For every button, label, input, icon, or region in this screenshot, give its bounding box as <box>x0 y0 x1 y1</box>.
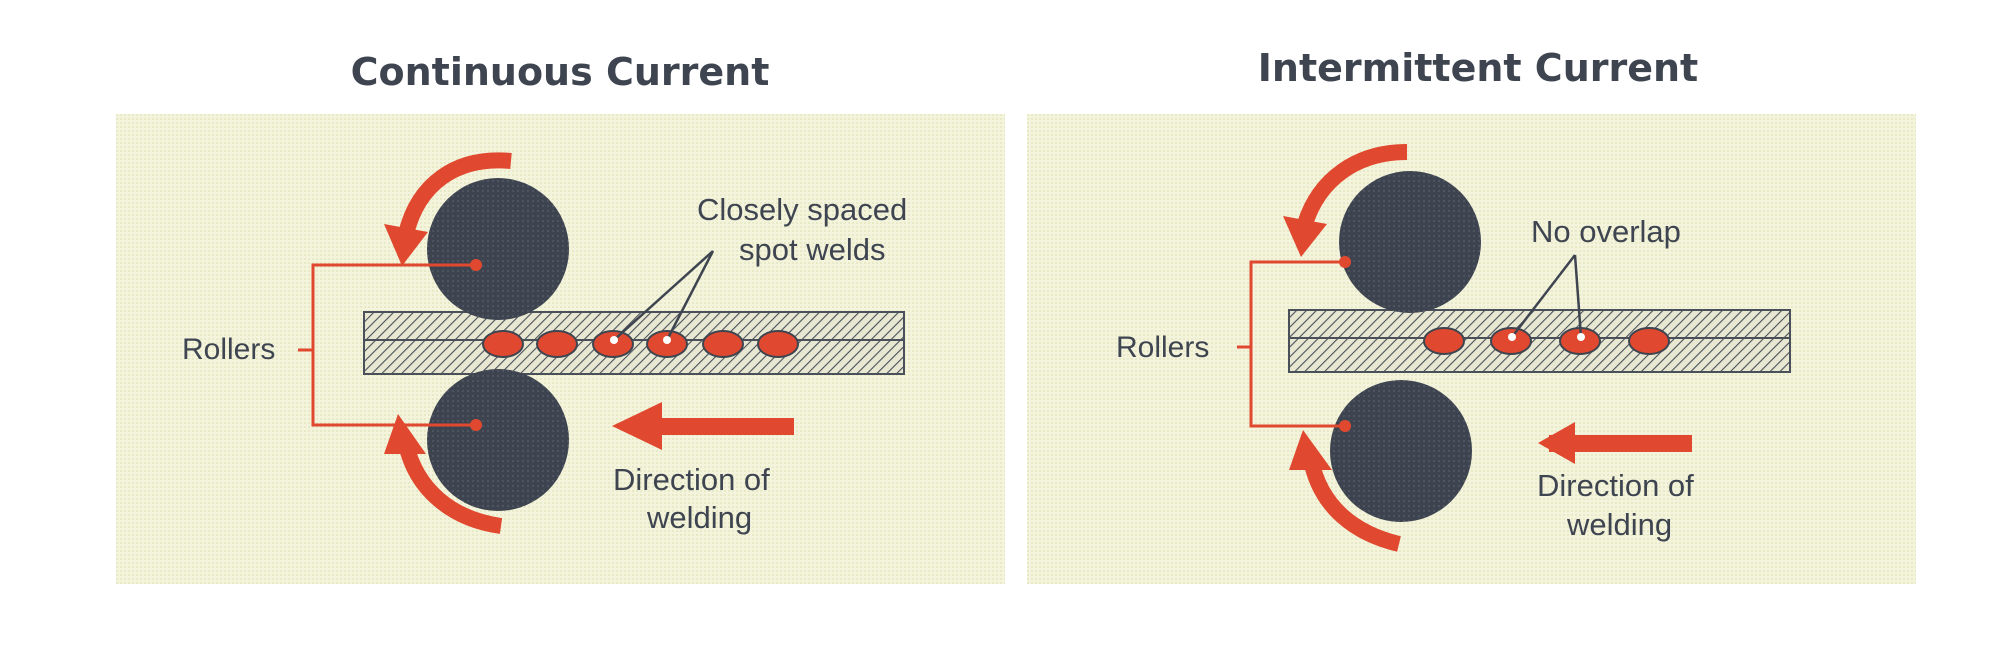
lower-rotation-arrowhead <box>1289 430 1332 470</box>
metal-sheets <box>1288 309 1791 373</box>
direction-arrow-shaft <box>656 418 794 435</box>
callout-dot <box>1508 333 1516 341</box>
intermittent-current-title: Intermittent Current <box>1257 46 1699 90</box>
continuous-current-title: Continuous Current <box>350 50 770 94</box>
no-overlap-callout <box>1511 254 1583 338</box>
rollers-label: Rollers <box>1116 331 1209 364</box>
direction-arrow-head <box>612 402 662 450</box>
lower-roller <box>427 369 569 511</box>
upper-roller <box>1339 171 1481 313</box>
lower-rotation-arrow <box>398 442 503 534</box>
continuous-current-diagram: Rollers Closely spaced spot welds Direct… <box>116 114 1005 584</box>
upper-rotation-arrowhead <box>1283 216 1327 257</box>
callout-dot <box>1577 333 1585 341</box>
direction-label-line1: Direction of <box>1537 468 1694 503</box>
rollers-bracket <box>298 263 476 427</box>
direction-label-line2: welding <box>1566 507 1672 542</box>
direction-label-line1: Direction of <box>613 462 770 497</box>
callout-dot <box>610 336 618 344</box>
spot-weld <box>1490 327 1532 355</box>
upper-roller-dot <box>1339 256 1351 268</box>
upper-rotation-arrowhead <box>384 224 428 266</box>
continuous-diagram-svg: Rollers Closely spaced spot welds Direct… <box>116 114 1005 584</box>
lower-rotation-arrow <box>1303 458 1401 552</box>
intermittent-diagram-svg: Rollers No overlap Direction of welding <box>1027 114 1916 584</box>
direction-arrow-head <box>1538 422 1575 464</box>
welds-callout <box>613 250 715 341</box>
rollers-bracket <box>1237 260 1345 428</box>
callout-dot <box>663 336 671 344</box>
lower-roller-dot <box>470 419 482 431</box>
upper-roller-dot <box>470 259 482 271</box>
welds-label-line2: spot welds <box>739 232 885 267</box>
spot-weld <box>1628 327 1670 355</box>
rollers-label: Rollers <box>182 333 275 366</box>
intermittent-current-diagram: Rollers No overlap Direction of welding <box>1027 114 1916 584</box>
spot-welds <box>482 330 799 358</box>
spot-weld <box>702 330 744 358</box>
lower-roller-dot <box>1339 420 1351 432</box>
spot-weld <box>1423 327 1465 355</box>
upper-rotation-arrow <box>398 152 512 237</box>
spot-weld <box>592 330 634 358</box>
no-overlap-label: No overlap <box>1531 214 1681 249</box>
spot-weld <box>536 330 578 358</box>
spot-weld <box>757 330 799 358</box>
lower-roller <box>1330 380 1472 522</box>
spot-weld <box>482 330 524 358</box>
upper-rotation-arrow <box>1297 144 1408 227</box>
upper-roller <box>427 178 569 320</box>
direction-label-line2: welding <box>646 500 752 535</box>
welds-label-line1: Closely spaced <box>697 192 907 227</box>
metal-sheets <box>363 311 905 375</box>
direction-arrow-shaft <box>1549 435 1692 452</box>
